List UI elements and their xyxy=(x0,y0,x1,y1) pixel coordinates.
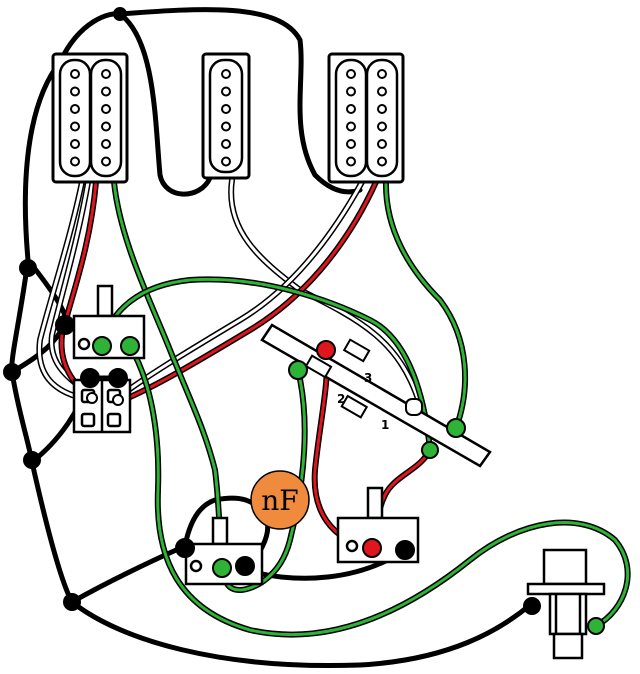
capacitor-body xyxy=(250,470,310,530)
green-wire-bridge-core xyxy=(384,180,467,430)
pole-piece xyxy=(221,156,231,167)
ground-solder-joint xyxy=(55,315,75,335)
pole-piece xyxy=(346,86,356,97)
ground-neck-arc xyxy=(117,11,213,197)
pole-piece xyxy=(377,104,387,114)
pole-piece xyxy=(221,104,231,114)
green-wire-pot-switch-core xyxy=(100,277,432,452)
pole-piece xyxy=(377,86,387,97)
neck-humbucker xyxy=(51,52,129,184)
capacitor: nF xyxy=(250,470,310,530)
pole-piece xyxy=(346,69,356,79)
middle-single-coil xyxy=(201,52,251,180)
ground-solder-joint xyxy=(523,597,541,615)
output-jack xyxy=(526,548,606,660)
signal-solder-joint xyxy=(212,558,232,578)
ground-wires xyxy=(9,7,533,669)
pole-piece xyxy=(221,69,231,79)
hot-solder-joint xyxy=(362,538,382,558)
pole-piece xyxy=(101,121,111,132)
pole-piece xyxy=(221,86,231,97)
pole-piece xyxy=(346,139,356,149)
signal-solder-joint xyxy=(92,336,112,356)
pole-piece xyxy=(101,86,111,97)
ground-solder-joint xyxy=(19,259,37,277)
push-pull-pot-left xyxy=(72,284,146,434)
switch-position-1: 1 xyxy=(381,418,389,432)
pole-piece xyxy=(377,139,387,149)
ground-solder-joint xyxy=(175,538,195,558)
signal-solder-joint xyxy=(446,418,466,438)
pole-piece xyxy=(101,156,111,167)
shield-solder-joint xyxy=(86,392,98,404)
switch-position-2: 2 xyxy=(337,392,345,406)
green-wire-to-jack-core xyxy=(128,344,630,636)
pole-piece xyxy=(377,121,387,132)
shield-solder-joint xyxy=(112,394,124,406)
five-way-switch: 3 2 1 xyxy=(260,323,492,468)
ground-solder-joint xyxy=(108,368,128,388)
ground-solder-joint xyxy=(23,451,41,469)
ground-loop-outer xyxy=(9,59,533,669)
pole-piece xyxy=(70,69,80,79)
ground-solder-joint xyxy=(63,593,81,611)
pole-piece xyxy=(101,139,111,149)
ground-solder-joint xyxy=(113,7,127,21)
ground-solder-joint xyxy=(80,368,100,388)
pole-pieces xyxy=(70,69,387,167)
ground-solder-joint xyxy=(235,556,255,576)
pole-piece xyxy=(70,121,80,132)
bridge-humbucker xyxy=(327,52,405,184)
pole-piece xyxy=(101,104,111,114)
signal-solder-joint xyxy=(421,441,439,459)
hot-solder-joint xyxy=(316,340,336,360)
signal-wires xyxy=(99,179,631,638)
ground-solder-joint xyxy=(3,363,21,381)
green-wire-neck-core xyxy=(112,180,224,570)
green-wire-switch-volume-core xyxy=(220,368,307,592)
signal-solder-joint xyxy=(288,360,308,380)
switch-position-3: 3 xyxy=(364,371,372,385)
pole-piece xyxy=(346,104,356,114)
pole-piece xyxy=(346,121,356,132)
pole-piece xyxy=(346,156,356,167)
solder-joints xyxy=(3,7,605,635)
pole-piece xyxy=(221,139,231,149)
ground-top-arc xyxy=(57,7,363,195)
pole-piece xyxy=(70,156,80,167)
capacitor-label: nF xyxy=(261,484,298,517)
pole-piece xyxy=(101,69,111,79)
pole-piece xyxy=(221,121,231,132)
green-wire-bridge xyxy=(382,179,469,431)
white-wire-neck-core xyxy=(37,180,94,402)
red-wire-bridge-core xyxy=(116,180,378,404)
signal-solder-joint xyxy=(587,617,605,635)
pole-piece xyxy=(70,86,80,97)
pole-piece xyxy=(377,69,387,79)
ground-solder-joint xyxy=(395,540,415,560)
pole-piece xyxy=(377,156,387,167)
pole-piece xyxy=(70,139,80,149)
signal-solder-joint xyxy=(120,336,140,356)
pole-piece xyxy=(70,104,80,114)
